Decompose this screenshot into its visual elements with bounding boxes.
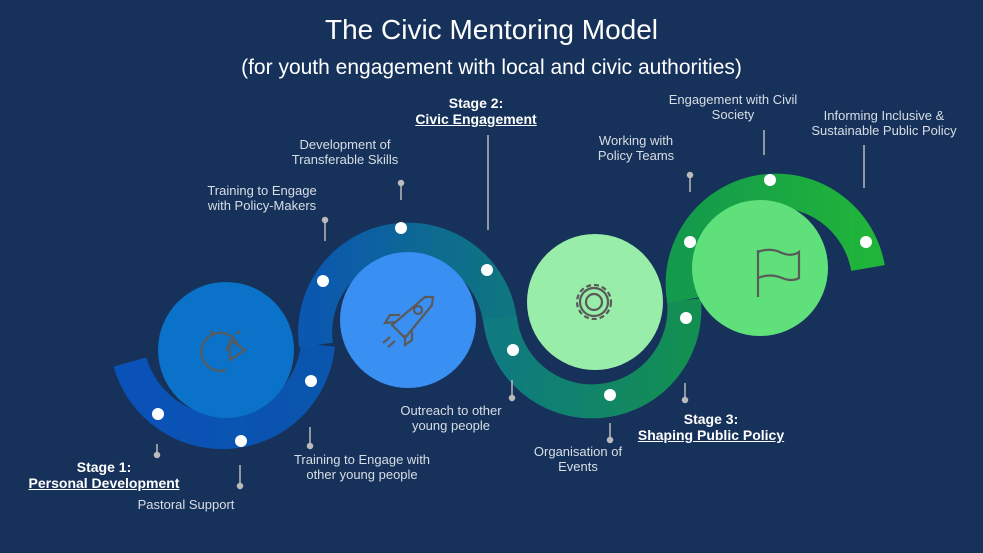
stage-3-circle xyxy=(527,234,663,370)
stage-2-circle xyxy=(340,252,476,388)
step-public-policy: Informing Inclusive & Sustainable Public… xyxy=(811,108,957,138)
diagram-subtitle: (for youth engagement with local and civ… xyxy=(241,56,742,79)
stage-4-circle xyxy=(692,200,828,336)
step-dots xyxy=(152,174,872,447)
arc-stage-2 xyxy=(298,222,517,348)
step-training-policy-makers: Training to Engage with Policy-Makers xyxy=(207,183,317,213)
step-policy-teams: Working with Policy Teams xyxy=(597,133,675,163)
rocket-icon xyxy=(382,295,435,348)
step-outreach: Outreach to other young people xyxy=(400,403,502,433)
arc-stage-4 xyxy=(665,173,885,303)
flag-icon xyxy=(756,248,801,297)
step-pastoral-support: Pastoral Support xyxy=(137,497,235,512)
arc-stage-3 xyxy=(483,298,702,419)
gear-icon xyxy=(575,283,613,321)
step-transferable-skills: Development of Transferable Skills xyxy=(291,137,399,167)
stage-1-label: Stage 1:Personal Development xyxy=(28,459,180,491)
label-pins xyxy=(153,130,865,490)
step-civil-society: Engagement with Civil Society xyxy=(668,92,798,122)
stage-3-label: Stage 3:Shaping Public Policy xyxy=(637,411,785,443)
step-training-young-people: Training to Engage with other young peop… xyxy=(293,452,431,482)
step-organisation-events: Organisation of Events xyxy=(533,444,623,474)
stage-2-label: Stage 2:Civic Engagement xyxy=(415,95,537,127)
diagram-title: The Civic Mentoring Model xyxy=(324,14,659,45)
stopwatch-play-icon xyxy=(200,330,247,372)
